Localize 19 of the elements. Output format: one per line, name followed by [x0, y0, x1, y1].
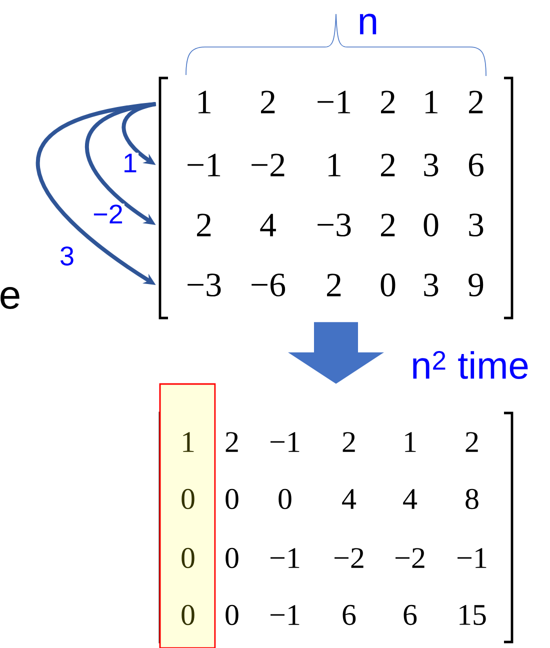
text-label: e [0, 287, 20, 309]
block-arrow [288, 322, 384, 384]
edge-label: −2 [94, 204, 122, 224]
matrix-entries: 2 −1 2 1 2 [226, 432, 478, 452]
matrix-entries: 2 4 −3 2 0 3 [197, 214, 484, 236]
matrix-entries: 0 −1 6 6 15 [226, 604, 486, 626]
edge-label: 3 [60, 246, 74, 266]
curved-arrow [36, 102, 156, 285]
edge-label: n$^{2}$ time [413, 351, 528, 379]
matrix-entries: 0 −1 −2 −2 −1 [226, 548, 486, 568]
matrix-entries: −1 −2 1 2 3 6 [188, 154, 484, 176]
text-label: n [360, 14, 376, 34]
matrix-brackets [158, 76, 514, 320]
matrix-brackets [158, 412, 514, 644]
matrix-entries: 1 2 −1 2 1 2 [198, 90, 483, 114]
matrix-entries: −3 −6 2 0 3 9 [188, 274, 484, 296]
matrix-entries: 0 0 4 4 8 [226, 488, 478, 510]
highlight-column: 1 0 0 0 [159, 383, 216, 648]
edge-label: 1 [124, 154, 136, 172]
